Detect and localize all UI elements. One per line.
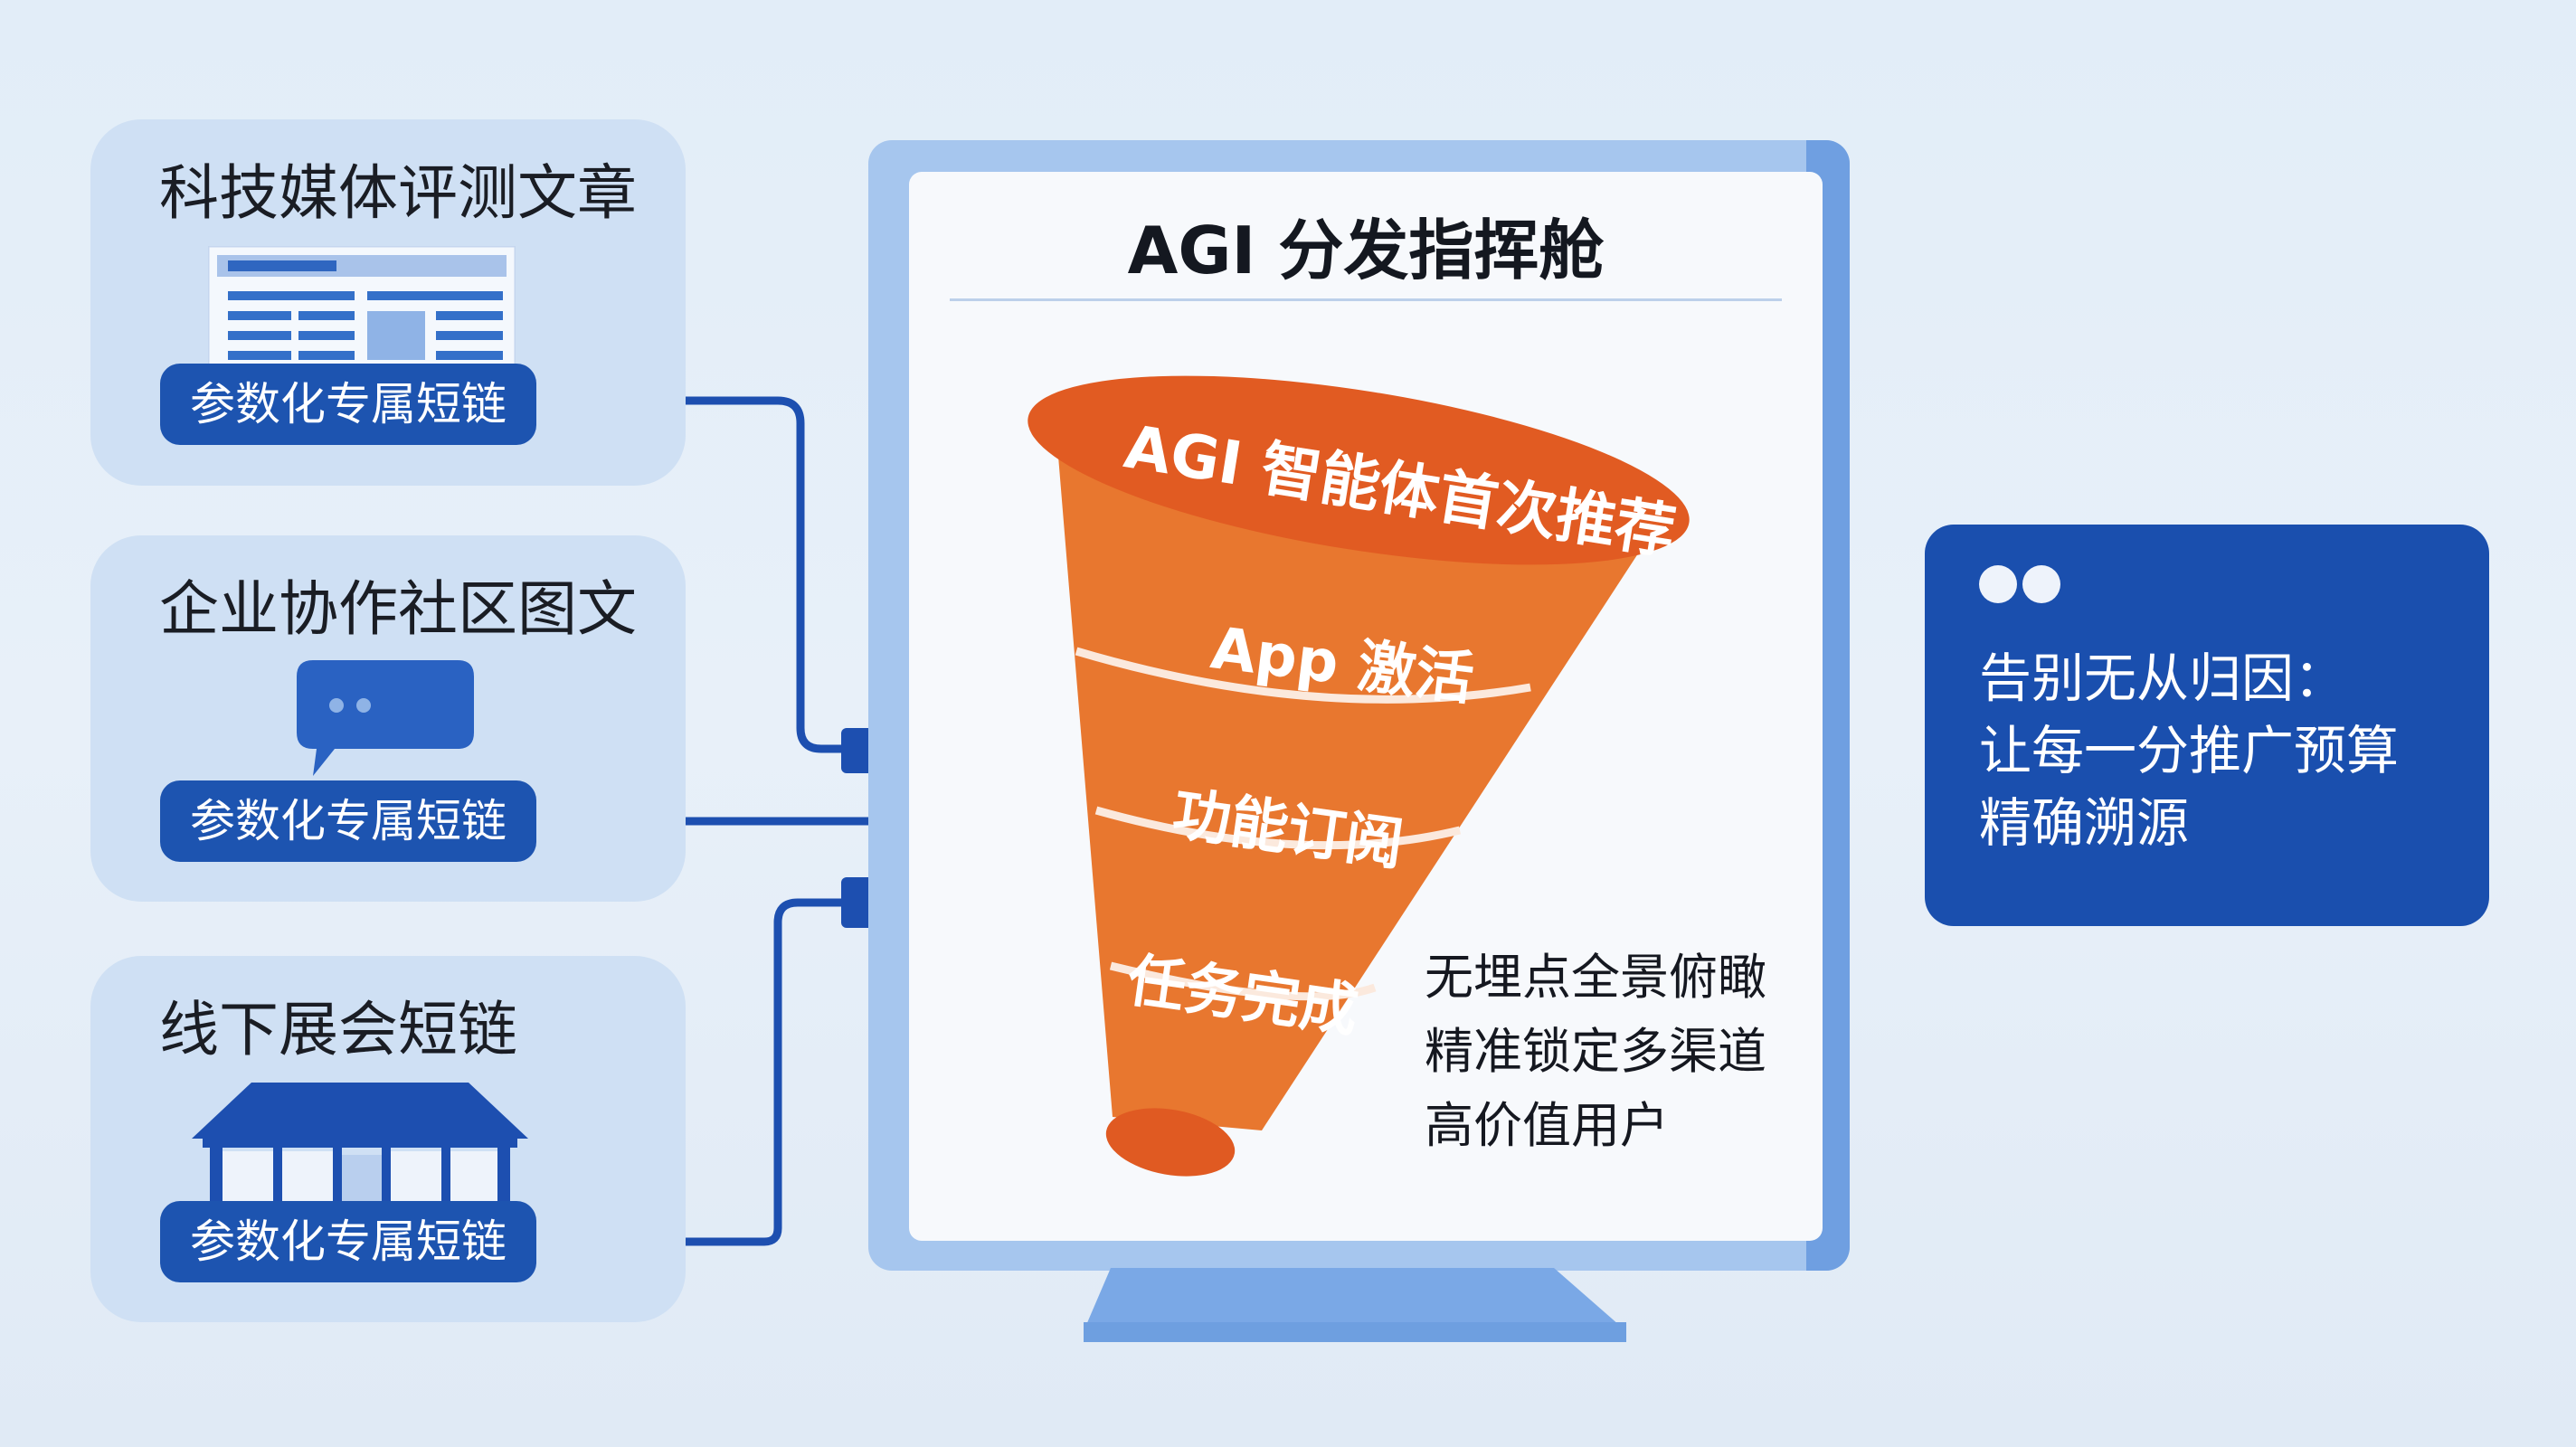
funnel-body	[1056, 434, 1669, 1130]
short-link-pill[interactable]: 参数化专属短链	[160, 1201, 536, 1282]
source-card-exhibition: 线下展会短链 参数化专属短链	[90, 956, 686, 1322]
source-title: 企业协作社区图文	[159, 574, 637, 644]
monitor-stand	[1084, 1268, 1626, 1342]
funnel-divider-3	[1109, 961, 1377, 1001]
title-divider	[950, 298, 1782, 301]
funnel-bottom-rim	[1105, 1108, 1236, 1177]
chat-bubble-icon	[297, 660, 474, 776]
note-line: 无埋点全景俯瞰	[1425, 949, 1766, 1006]
source-card-tech-media: 科技媒体评测文章 参数化专属短链	[90, 119, 686, 486]
quote-dot-icon	[1979, 565, 2017, 603]
funnel-divider-1	[1075, 647, 1531, 704]
article-icon	[208, 246, 516, 382]
note-line: 精准锁定多渠道	[1425, 1023, 1766, 1080]
short-link-pill[interactable]: 参数化专属短链	[160, 364, 536, 445]
message-line: 告别无从归因：	[1979, 648, 2347, 709]
funnel-note: 无埋点全景俯瞰 精准锁定多渠道 高价值用户	[1425, 941, 1766, 1163]
source-title: 科技媒体评测文章	[159, 158, 637, 228]
quote-dot-icon	[2022, 565, 2060, 603]
exhibition-hall-icon	[192, 1083, 528, 1209]
source-title: 线下展会短链	[159, 995, 517, 1064]
funnel-top-rim	[1028, 375, 1690, 565]
source-card-community: 企业协作社区图文 参数化专属短链	[90, 535, 686, 902]
message-line: 让每一分推广预算	[1979, 720, 2400, 781]
dashboard-title: AGI 分发指挥舱	[1127, 213, 1605, 288]
funnel-divider-2	[1094, 806, 1462, 850]
message-card: 告别无从归因： 让每一分推广预算 精确溯源	[1925, 525, 2489, 926]
message-line: 精确溯源	[1979, 792, 2190, 854]
note-line: 高价值用户	[1425, 1097, 1669, 1154]
short-link-pill[interactable]: 参数化专属短链	[160, 780, 536, 862]
